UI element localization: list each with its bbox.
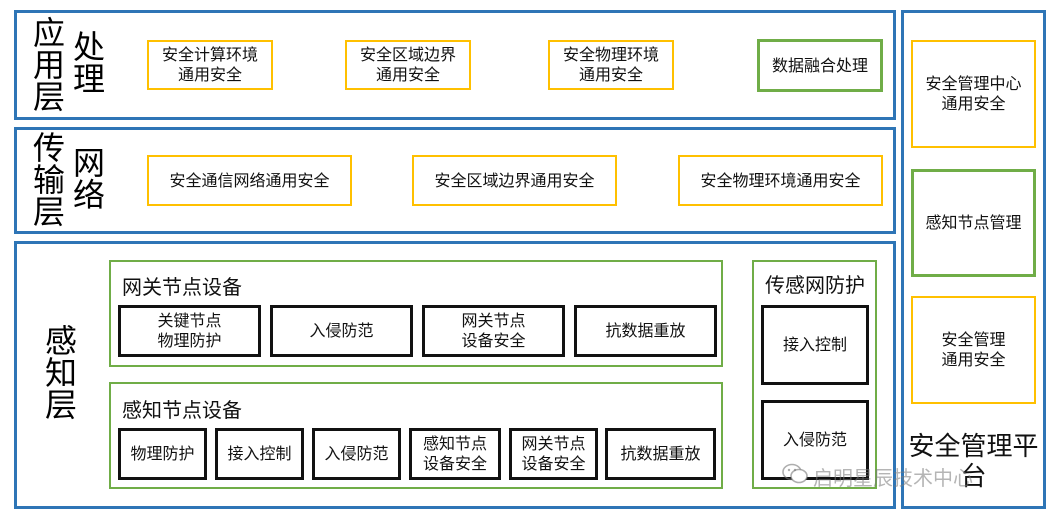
gateway-item-intrusion-prevention: 入侵防范 — [270, 305, 413, 357]
application-layer-title: 应用层 — [28, 16, 66, 112]
sensor-network-group-title: 传感网防护 — [765, 273, 865, 297]
mgmt-box-sensor-node-management: 感知节点管理 — [911, 169, 1036, 277]
gateway-item-anti-replay: 抗数据重放 — [574, 305, 717, 357]
watermark-text: 启明星辰技术中心 — [813, 466, 973, 490]
gateway-item-key-node-physical: 关键节点 物理防护 — [118, 305, 261, 357]
security-management-platform-title: 安全管理平台 — [908, 432, 1039, 492]
application-layer-subtitle: 处理 — [68, 30, 106, 94]
transport-box-area-boundary: 安全区域边界通用安全 — [412, 155, 617, 206]
mgmt-box-management-center: 安全管理中心 通用安全 — [911, 40, 1036, 148]
sensor-item-anti-replay: 抗数据重放 — [605, 428, 716, 480]
sensor-item-intrusion-prevention: 入侵防范 — [312, 428, 401, 480]
perception-layer-title: 感知层 — [40, 324, 78, 420]
wechat-icon — [782, 463, 808, 485]
sensor-network-access-control: 接入控制 — [761, 305, 869, 385]
sensor-network-intrusion-prevention: 入侵防范 — [761, 400, 869, 480]
sensor-item-access-control: 接入控制 — [215, 428, 304, 480]
transport-box-physical-env: 安全物理环境通用安全 — [678, 155, 883, 206]
app-box-area-boundary: 安全区域边界 通用安全 — [345, 40, 471, 90]
transport-box-comm-network: 安全通信网络通用安全 — [147, 155, 352, 206]
transport-layer-title: 传输层 — [28, 131, 66, 227]
sensor-item-gateway-device-security: 网关节点 设备安全 — [509, 428, 598, 480]
sensor-node-group-title: 感知节点设备 — [122, 398, 242, 422]
app-box-data-fusion: 数据融合处理 — [757, 39, 883, 92]
sensor-item-sensor-device-security: 感知节点 设备安全 — [409, 428, 501, 480]
sensor-item-physical-protection: 物理防护 — [118, 428, 207, 480]
app-box-compute-env: 安全计算环境 通用安全 — [147, 40, 273, 90]
transport-layer-subtitle: 网络 — [68, 146, 106, 210]
gateway-node-group-title: 网关节点设备 — [122, 275, 242, 299]
gateway-item-device-security: 网关节点 设备安全 — [422, 305, 565, 357]
app-box-physical-env: 安全物理环境 通用安全 — [548, 40, 674, 90]
mgmt-box-management-general: 安全管理 通用安全 — [911, 296, 1036, 404]
